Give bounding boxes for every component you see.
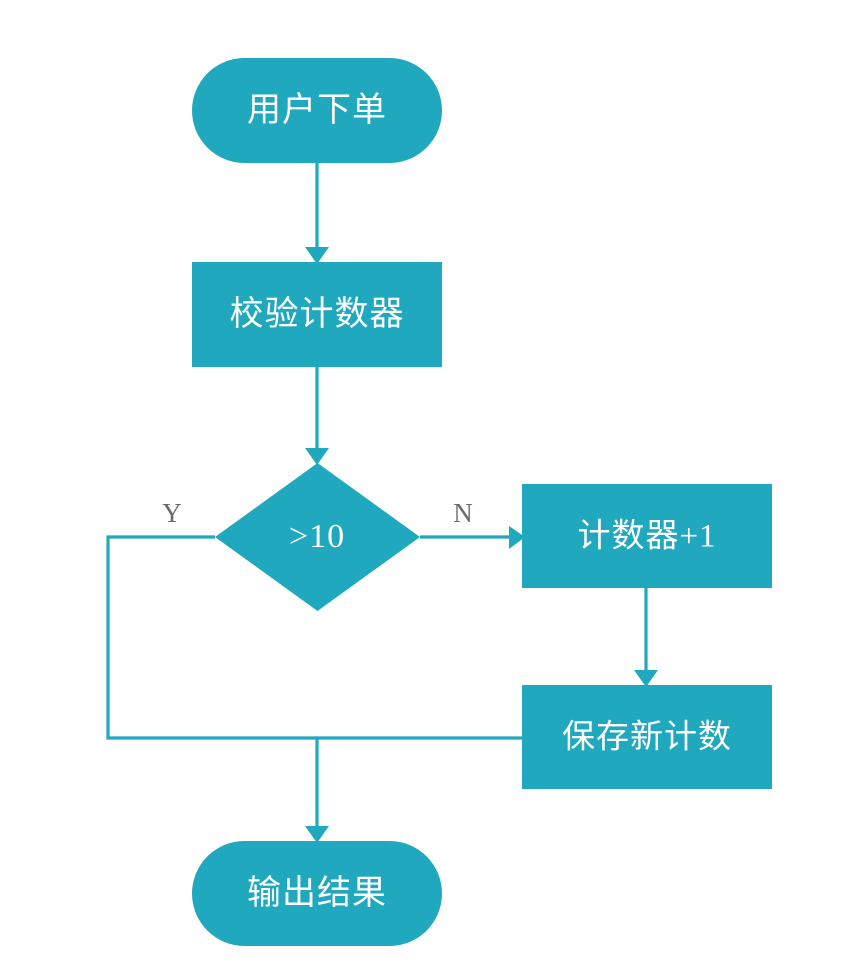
node-label: 计数器+1 xyxy=(577,518,716,555)
node-label: >10 xyxy=(289,518,345,555)
node-label: 校验计数器 xyxy=(230,295,405,333)
node-start[interactable]: 用户下单 xyxy=(192,58,442,163)
node-label: 用户下单 xyxy=(247,91,387,129)
arrow-head-right xyxy=(509,526,525,549)
node-output-result[interactable]: 输出结果 xyxy=(192,841,442,946)
node-shape-stadium[interactable] xyxy=(192,841,442,946)
edge-check-to-decision xyxy=(305,367,329,465)
edge-label-yes: Y xyxy=(162,498,182,528)
node-decision-gt10[interactable]: >10 xyxy=(215,463,420,611)
node-label: 输出结果 xyxy=(247,874,387,912)
node-increment-counter[interactable]: 计数器+1 xyxy=(522,484,772,588)
edge-path xyxy=(106,535,317,740)
node-shape-diamond[interactable] xyxy=(215,463,420,611)
node-check-counter[interactable]: 校验计数器 xyxy=(192,262,442,367)
node-shape-rectangle[interactable] xyxy=(522,685,772,789)
edge-label-no: N xyxy=(453,498,473,528)
node-label: 保存新计数 xyxy=(562,719,732,756)
node-layer: 用户下单 校验计数器 >10 计数器+1 保存新计数 输出结果 xyxy=(192,58,772,946)
node-shape-rectangle[interactable] xyxy=(192,262,442,367)
edge-path xyxy=(315,736,522,834)
node-shape-rectangle[interactable] xyxy=(522,484,772,588)
node-save-new-count[interactable]: 保存新计数 xyxy=(522,685,772,789)
arrow-head-down xyxy=(634,670,658,687)
edge-decision-no: N xyxy=(420,498,525,549)
arrow-head-down xyxy=(305,826,329,843)
edge-layer: Y N xyxy=(106,163,658,843)
arrow-head-down xyxy=(305,247,329,264)
edge-decision-yes: Y xyxy=(106,498,317,740)
arrow-head-down xyxy=(305,448,329,465)
edge-save-to-output xyxy=(305,736,522,843)
edge-start-to-check xyxy=(305,163,329,264)
node-shape-stadium[interactable] xyxy=(192,58,442,163)
edge-increment-to-save xyxy=(634,588,658,687)
